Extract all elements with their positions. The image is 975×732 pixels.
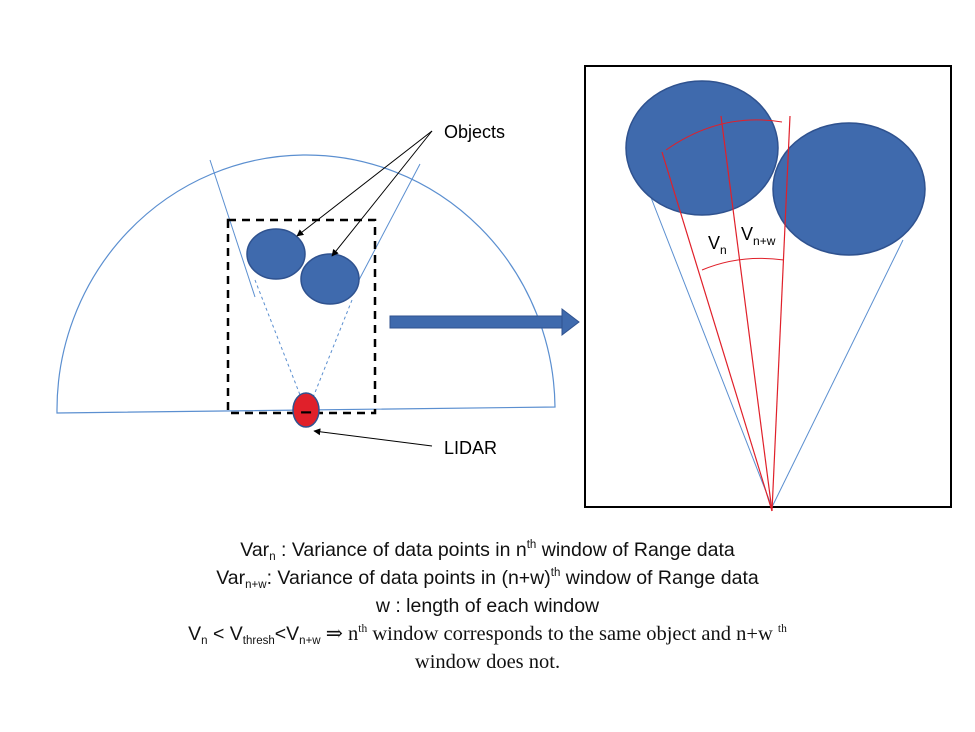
caption-line-3: w : length of each window <box>375 595 600 617</box>
caption: Varn : Variance of data points in nth wi… <box>0 536 975 676</box>
zoom-fov-right <box>771 239 904 508</box>
lidar-sensor <box>292 392 320 428</box>
right-panel: Vn Vn+w <box>584 65 952 512</box>
lidar-pointer <box>313 428 433 447</box>
zoom-arrow <box>389 307 580 337</box>
caption-line-2: Varn+w: Variance of data points in (n+w)… <box>216 567 759 591</box>
vn-label: Vn <box>708 233 727 257</box>
objects-label: Objects <box>444 122 505 142</box>
fov-right-edge <box>349 163 421 298</box>
left-panel: − Objects LIDAR <box>56 122 556 458</box>
zoom-fov-left <box>649 194 773 508</box>
window-arc-outer <box>665 119 783 151</box>
object-1 <box>246 228 306 280</box>
objects-pointer-2 <box>331 130 433 257</box>
ray-1 <box>661 151 773 512</box>
objects-pointer-1 <box>296 130 433 237</box>
window-arc-inner <box>701 257 785 271</box>
fov-left-edge <box>209 159 256 298</box>
zoom-object-2 <box>772 122 926 256</box>
lidar-label: LIDAR <box>444 438 497 458</box>
ray-2 <box>720 115 773 512</box>
caption-line-4: Vn < Vthresh<Vn+w ⇒ nth window correspon… <box>188 623 787 647</box>
caption-line-5: window does not. <box>414 651 561 673</box>
zoom-object-1 <box>625 80 779 216</box>
fov-semicircle <box>56 154 556 414</box>
beam-left <box>254 279 303 401</box>
vnw-label: Vn+w <box>741 224 776 248</box>
object-2 <box>300 253 360 305</box>
lidar-sign: − <box>300 402 312 424</box>
caption-line-1: Varn : Variance of data points in nth wi… <box>240 539 735 563</box>
lidar-segmentation-diagram: − Objects LIDAR Vn Vn+w <box>56 65 952 512</box>
ray-3 <box>771 115 791 512</box>
beam-right <box>311 299 353 401</box>
